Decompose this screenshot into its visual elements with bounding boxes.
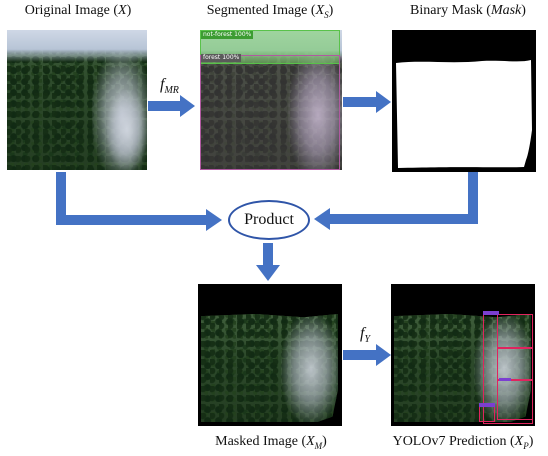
caption-segmented-sub: S xyxy=(324,9,329,20)
caption-segmented-math: X xyxy=(315,3,325,18)
caption-segmented-text: Segmented Image ( xyxy=(206,3,316,18)
arrow-segmented-to-mask xyxy=(343,91,391,113)
not-forest-tag: not-forest 100% xyxy=(201,31,254,39)
caption-original-text: Original Image ( xyxy=(24,3,119,18)
segmented-image: not-forest 100% forest 100% xyxy=(200,30,342,170)
arrow-product-to-masked xyxy=(256,243,280,281)
mask-shape xyxy=(396,60,532,168)
caption-binary-mask: Binary Mask (Mask) xyxy=(394,3,542,19)
binary-mask-image xyxy=(392,30,536,172)
original-image xyxy=(7,30,147,170)
caption-yolo-prediction: YOLOv7 Prediction (XP) xyxy=(380,434,546,451)
detection-box xyxy=(497,380,533,420)
arrow-mask-to-product xyxy=(314,172,478,230)
caption-segmented-image: Segmented Image (XS) xyxy=(196,3,344,20)
detection-box xyxy=(497,348,533,380)
f-mr-symbol: f xyxy=(160,76,165,93)
f-y-label: fY xyxy=(360,325,370,345)
masked-image xyxy=(198,284,342,426)
f-mr-label: fMR xyxy=(160,76,179,96)
f-y-symbol: f xyxy=(360,325,365,342)
detection-tag xyxy=(479,403,495,407)
caption-yolo-text: YOLOv7 Prediction ( xyxy=(392,434,515,449)
caption-segmented-close: ) xyxy=(328,3,334,18)
caption-masked-sub: M xyxy=(314,440,323,451)
detection-tag xyxy=(499,378,511,381)
caption-masked-text: Masked Image ( xyxy=(215,434,307,449)
yolo-prediction-image xyxy=(391,284,535,426)
caption-mask-math: Mask xyxy=(490,3,522,18)
caption-original-image: Original Image (X) xyxy=(8,3,148,19)
caption-yolo-math: X xyxy=(514,434,524,449)
detection-box xyxy=(479,406,495,422)
caption-yolo-sub: P xyxy=(523,440,529,451)
detection-box xyxy=(497,314,533,348)
forest-region xyxy=(200,55,340,170)
f-mr-subscript: MR xyxy=(164,85,179,97)
caption-masked-math: X xyxy=(306,434,315,449)
caption-original-math: X xyxy=(118,3,127,18)
caption-masked-close: ) xyxy=(322,434,327,449)
f-y-subscript: Y xyxy=(364,334,371,346)
arrow-original-to-segmented xyxy=(148,95,195,117)
arrow-masked-to-yolo xyxy=(343,344,391,366)
product-label: Product xyxy=(244,211,294,228)
caption-yolo-close: ) xyxy=(528,434,534,449)
caption-mask-text: Binary Mask ( xyxy=(410,3,491,18)
arrow-original-to-product xyxy=(56,172,222,231)
caption-masked-image: Masked Image (XM) xyxy=(198,434,344,451)
caption-mask-close: ) xyxy=(521,3,526,18)
caption-original-close: ) xyxy=(126,3,132,18)
product-node: Product xyxy=(228,200,310,240)
forest-tag: forest 100% xyxy=(201,54,242,62)
detection-tag xyxy=(483,311,499,315)
